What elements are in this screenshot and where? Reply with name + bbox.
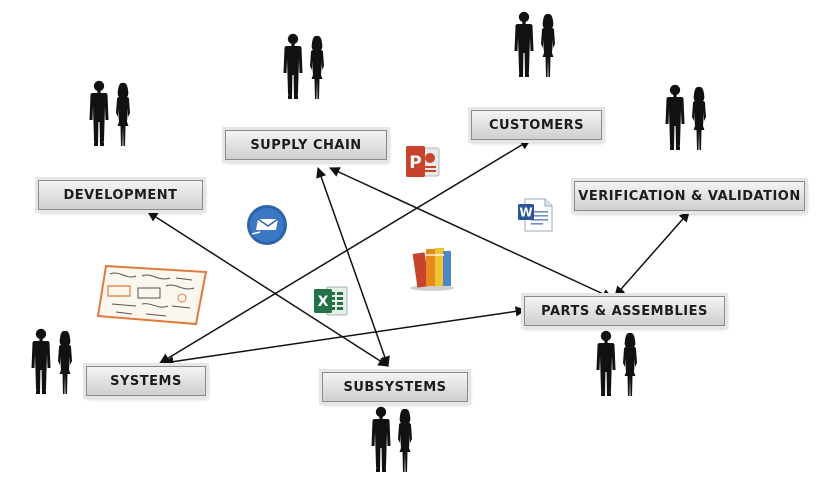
word-icon: W: [517, 197, 553, 233]
arrow-verification-parts: [614, 211, 690, 297]
node-verification: VERIFICATION & VALIDATION: [574, 181, 805, 211]
arrow-customers-systems: [159, 139, 531, 364]
node-systems: SYSTEMS: [86, 366, 206, 396]
excel-icon: X: [313, 285, 349, 317]
people-customers-icon: [514, 11, 555, 77]
node-subsystems: SUBSYSTEMS: [322, 372, 468, 402]
books-icon: [407, 244, 457, 292]
powerpoint-icon: P: [405, 144, 441, 180]
people-development-icon: [89, 80, 130, 146]
node-customers: CUSTOMERS: [471, 110, 602, 140]
arrow-systems-parts: [162, 306, 527, 367]
arrow-supply-chain-parts: [329, 167, 613, 299]
email-icon: [246, 204, 288, 246]
sketch-drawing-icon: [96, 264, 208, 326]
svg-text:X: X: [318, 294, 329, 310]
node-parts: PARTS & ASSEMBLIES: [524, 296, 725, 326]
node-development: DEVELOPMENT: [38, 180, 203, 210]
people-parts-icon: [596, 330, 637, 396]
people-verification-icon: [665, 84, 706, 150]
people-subsystems-icon: [371, 406, 412, 472]
people-supply-chain-icon: [283, 33, 324, 99]
node-supply-chain: SUPPLY CHAIN: [225, 130, 387, 160]
svg-text:W: W: [519, 206, 532, 220]
arrow-supply-chain-subsystems: [316, 167, 390, 367]
people-systems-icon: [31, 328, 72, 394]
svg-text:P: P: [409, 153, 421, 173]
